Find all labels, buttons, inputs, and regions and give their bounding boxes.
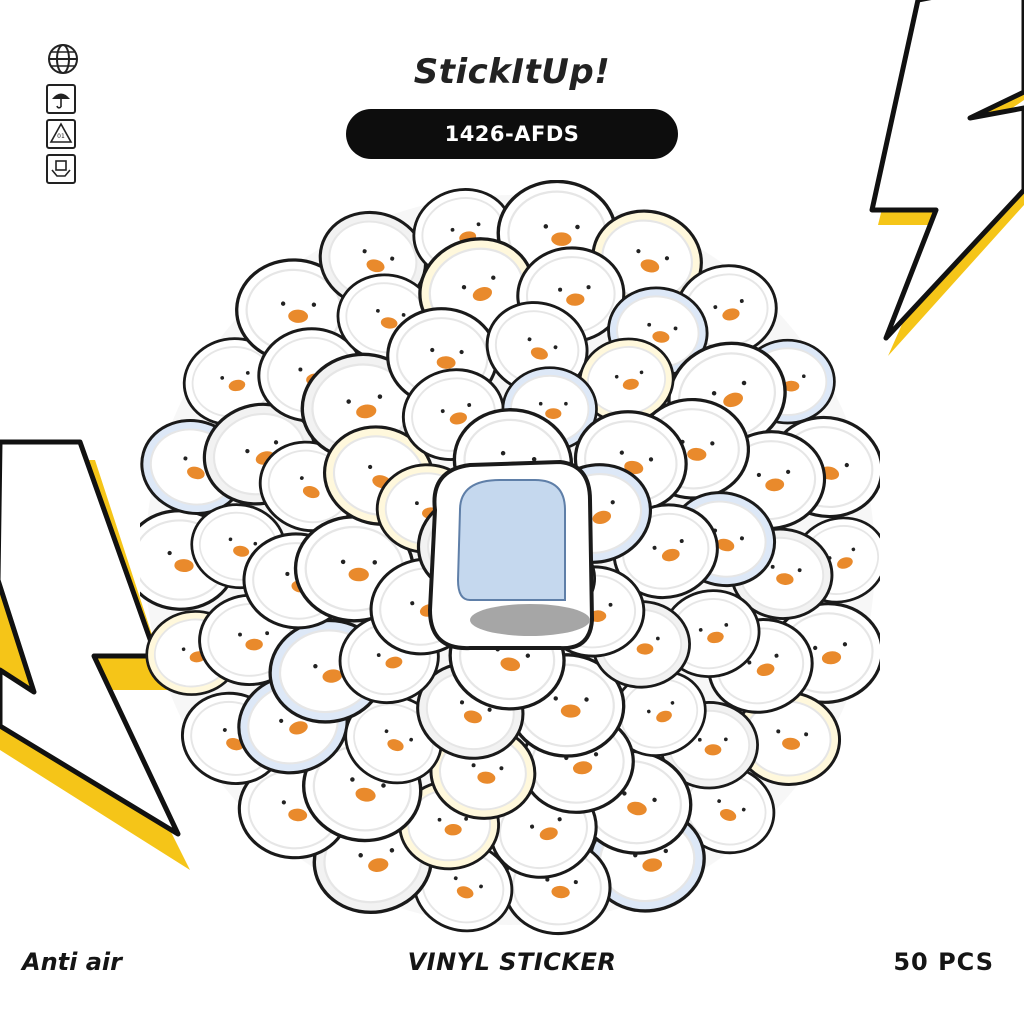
info-icons-column: 01 <box>46 42 80 189</box>
quantity-label: 50 PCS <box>893 948 994 976</box>
svg-text:01: 01 <box>57 133 65 140</box>
lightning-bolt-top-right <box>869 0 1024 356</box>
duck-sticker <box>612 503 719 600</box>
central-sticker <box>427 459 595 651</box>
package-hands-icon <box>46 154 76 184</box>
lightning-bolt-left <box>0 439 190 870</box>
product-type-label: VINYL STICKER <box>407 948 617 976</box>
umbrella-icon <box>46 84 76 114</box>
globe-icon <box>48 44 78 74</box>
duck-sticker <box>578 337 675 424</box>
duck-sticker-collage <box>140 180 880 936</box>
recycle-pete-icon: 01 <box>46 119 76 149</box>
product-code-badge: 1426-AFDS <box>346 109 678 159</box>
brand-logo: StickItUp! <box>413 52 611 92</box>
feature-label: Anti air <box>22 948 122 976</box>
